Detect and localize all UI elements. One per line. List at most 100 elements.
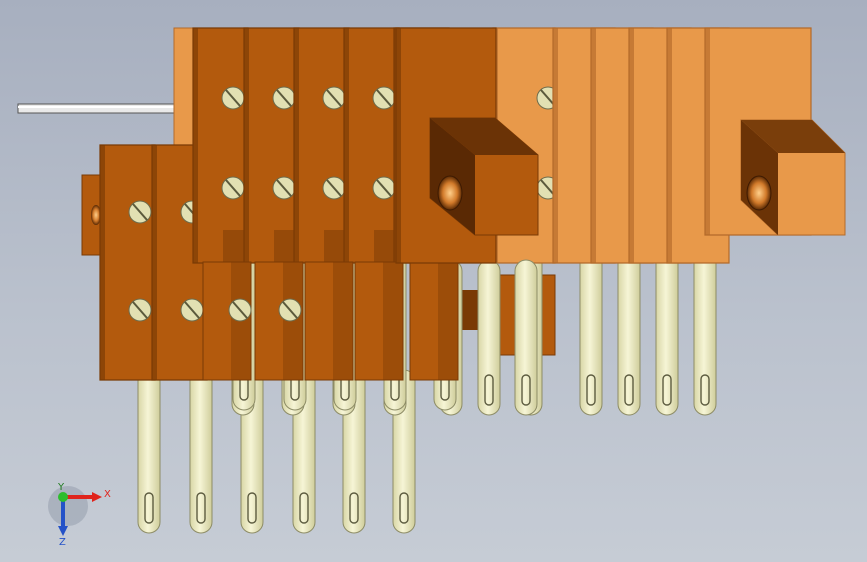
- switch-deck-stack[interactable]: [81, 27, 846, 534]
- screw-slot: [282, 301, 298, 319]
- deck-edge: [294, 28, 299, 263]
- screw-slot: [232, 301, 248, 319]
- terminal-slot: [399, 492, 409, 524]
- deck-plate: [243, 27, 300, 264]
- screw-slot: [225, 89, 241, 107]
- terminal-slot: [247, 492, 257, 524]
- left-bracket-hole-icon: [91, 205, 101, 225]
- terminal-mid2-2: [514, 259, 538, 416]
- deck-lower-ext-shadow: [438, 262, 458, 380]
- deck-dark-3: [343, 27, 400, 264]
- screw-head-icon: [322, 86, 346, 110]
- terminal-long-0: [137, 369, 161, 534]
- deck-lower-ext-1: [254, 261, 304, 381]
- right-clamp-top: [741, 120, 845, 153]
- screw-slot: [326, 89, 342, 107]
- deck-dark-0: [192, 27, 249, 264]
- terminal-slot: [624, 374, 634, 406]
- screw-head-icon: [128, 200, 152, 224]
- shaft: [17, 103, 179, 114]
- deck-plate: [343, 27, 400, 264]
- screw-slot: [132, 301, 148, 319]
- screw-head-icon: [372, 176, 396, 200]
- y-axis-dot-icon: [58, 492, 68, 502]
- y-axis-label: Y: [57, 482, 65, 493]
- z-axis-arrow-icon: [58, 526, 68, 536]
- deck-edge: [629, 28, 634, 263]
- terminal-slot: [700, 374, 710, 406]
- terminal-lug: [655, 249, 679, 416]
- deck-edge: [553, 28, 558, 263]
- screw-slot: [276, 89, 292, 107]
- terminal-lug: [579, 249, 603, 416]
- screw-slot: [326, 179, 342, 197]
- terminal-slot: [521, 374, 531, 406]
- terminal-light-2: [617, 249, 641, 416]
- terminal-lug: [189, 369, 213, 534]
- deck-lower-ext-2: [304, 261, 354, 381]
- screw-slot: [376, 179, 392, 197]
- deck-edge: [244, 28, 249, 263]
- deck-edge: [667, 28, 672, 263]
- center-clamp-top: [430, 118, 538, 155]
- deck-lower-0: [99, 144, 156, 381]
- terminal-lug: [477, 259, 501, 416]
- screw-slot: [132, 203, 148, 221]
- terminal-slot: [662, 374, 672, 406]
- deck-edge: [100, 145, 105, 380]
- center-mount-hole-icon: [437, 175, 463, 211]
- terminal-light-1: [579, 249, 603, 416]
- terminal-lug: [514, 259, 538, 416]
- screw-head-icon: [221, 176, 245, 200]
- deck-plate: [293, 27, 350, 264]
- terminal-light-4: [693, 249, 717, 416]
- deck-edge: [344, 28, 349, 263]
- mount-hole-icon: [746, 175, 772, 211]
- terminal-slot: [196, 492, 206, 524]
- screw-head-icon: [322, 176, 346, 200]
- screw-head-icon: [372, 86, 396, 110]
- terminal-lug: [617, 249, 641, 416]
- screw-head-icon: [221, 86, 245, 110]
- terminal-slot: [299, 492, 309, 524]
- deck-lower-ext-3: [354, 261, 404, 381]
- screw-slot: [276, 179, 292, 197]
- x-axis-arrow-icon: [92, 492, 102, 502]
- x-axis-label: X: [104, 489, 111, 500]
- deck-edge: [591, 28, 596, 263]
- deck-dark-2: [293, 27, 350, 264]
- deck-edge: [705, 28, 710, 235]
- screw-slot: [184, 301, 200, 319]
- terminal-lug: [693, 249, 717, 416]
- screw-head-icon: [128, 298, 152, 322]
- deck-lower-ext-shadow: [383, 262, 403, 380]
- rear-frame: [173, 27, 195, 149]
- screw-head-icon: [272, 176, 296, 200]
- screw-head-icon: [180, 298, 204, 322]
- screw-head-icon: [272, 86, 296, 110]
- screw-slot: [376, 89, 392, 107]
- terminal-long-1: [189, 369, 213, 534]
- terminal-slot: [484, 374, 494, 406]
- deck-dark-1: [243, 27, 300, 264]
- screw-slot: [225, 179, 241, 197]
- deck-plate: [192, 27, 249, 264]
- terminal-slot: [144, 492, 154, 524]
- deck-edge: [193, 28, 198, 263]
- screw-head-icon: [278, 298, 302, 322]
- deck-lower-ext-4: [409, 261, 459, 381]
- terminal-light-3: [655, 249, 679, 416]
- terminal-mid2-1: [477, 259, 501, 416]
- deck-edge: [152, 145, 157, 380]
- z-axis-label: Z: [59, 537, 66, 548]
- deck-lower-ext-shadow: [333, 262, 353, 380]
- deck-plate: [99, 144, 156, 381]
- terminal-lug: [137, 369, 161, 534]
- deck-edge: [396, 28, 401, 263]
- terminal-slot: [586, 374, 596, 406]
- terminal-slot: [349, 492, 359, 524]
- coordinate-triad: X Y Z: [48, 482, 111, 548]
- screw-head-icon: [228, 298, 252, 322]
